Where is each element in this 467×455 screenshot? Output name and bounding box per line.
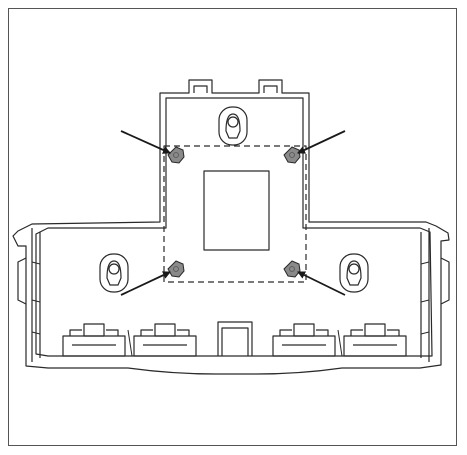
screw-top-left-icon	[167, 146, 185, 164]
arrow-top-left	[120, 130, 171, 154]
screw-bottom-right-icon	[283, 260, 301, 278]
bracket-inner-rim	[35, 97, 433, 357]
left-side-rail	[31, 228, 41, 362]
bracket-outline	[12, 79, 450, 375]
mounting-pattern-dashed	[163, 145, 307, 283]
screw-bottom-left-icon	[167, 260, 185, 278]
arrow-top-right	[297, 130, 346, 154]
bottom-clip-3	[272, 323, 336, 357]
bottom-center-tab	[217, 321, 253, 356]
screw-top-right-icon	[283, 146, 301, 164]
arrow-bottom-left	[120, 271, 171, 296]
keyhole-right	[339, 253, 369, 293]
bottom-clip-2	[133, 323, 197, 357]
figure-frame	[8, 8, 457, 446]
center-plate	[203, 170, 270, 251]
arrow-bottom-right	[297, 271, 346, 296]
keyhole-top	[218, 106, 248, 146]
bottom-clip-1	[62, 323, 126, 357]
bottom-clip-4	[343, 323, 407, 357]
keyhole-left	[99, 253, 129, 293]
right-side-rail	[420, 228, 430, 362]
